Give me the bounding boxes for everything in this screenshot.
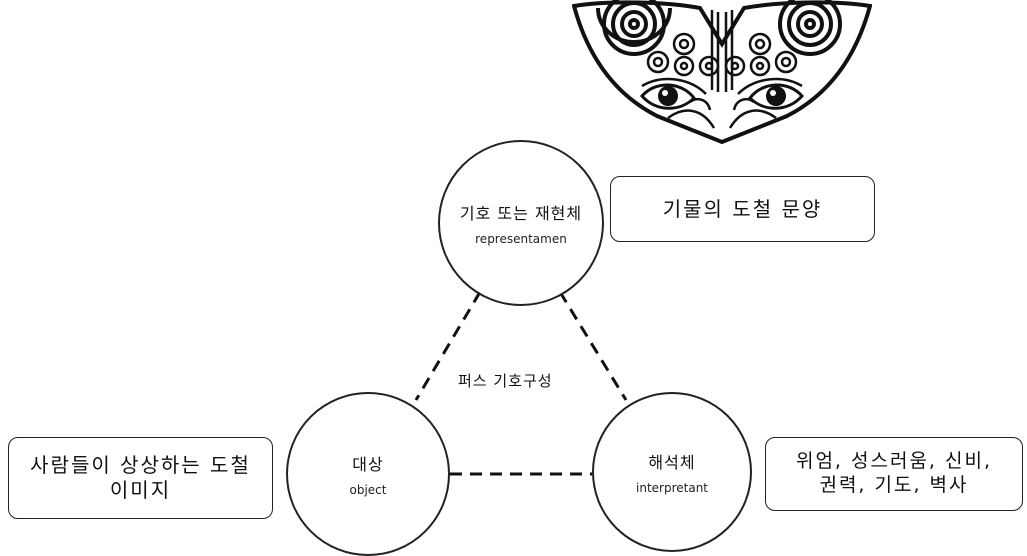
object-node-label: 대상 [352, 455, 384, 474]
connector-sign-object [414, 291, 482, 401]
interpretant-note-box: 위엄, 성스러움, 신비, 권력, 기도, 벽사 [765, 437, 1023, 511]
interpretant-node: 해석체 interpretant [592, 392, 752, 552]
sign-node-label: 기호 또는 재현체 [459, 204, 583, 223]
diagram-title: 퍼스 기호구성 [458, 372, 553, 390]
taotie-mask-icon [572, 0, 872, 145]
interpretant-node-sublabel: interpretant [636, 481, 708, 495]
object-note-box: 사람들이 상상하는 도철 이미지 [8, 437, 273, 519]
connector-sign-interpretant [558, 291, 628, 401]
interpretant-node-label: 해석체 [648, 453, 696, 472]
sign-node: 기호 또는 재현체 representamen [438, 140, 604, 306]
object-node-sublabel: object [349, 483, 387, 497]
object-node: 대상 object [286, 392, 450, 556]
sign-note-box: 기물의 도철 문양 [610, 176, 875, 242]
sign-node-sublabel: representamen [475, 232, 567, 246]
